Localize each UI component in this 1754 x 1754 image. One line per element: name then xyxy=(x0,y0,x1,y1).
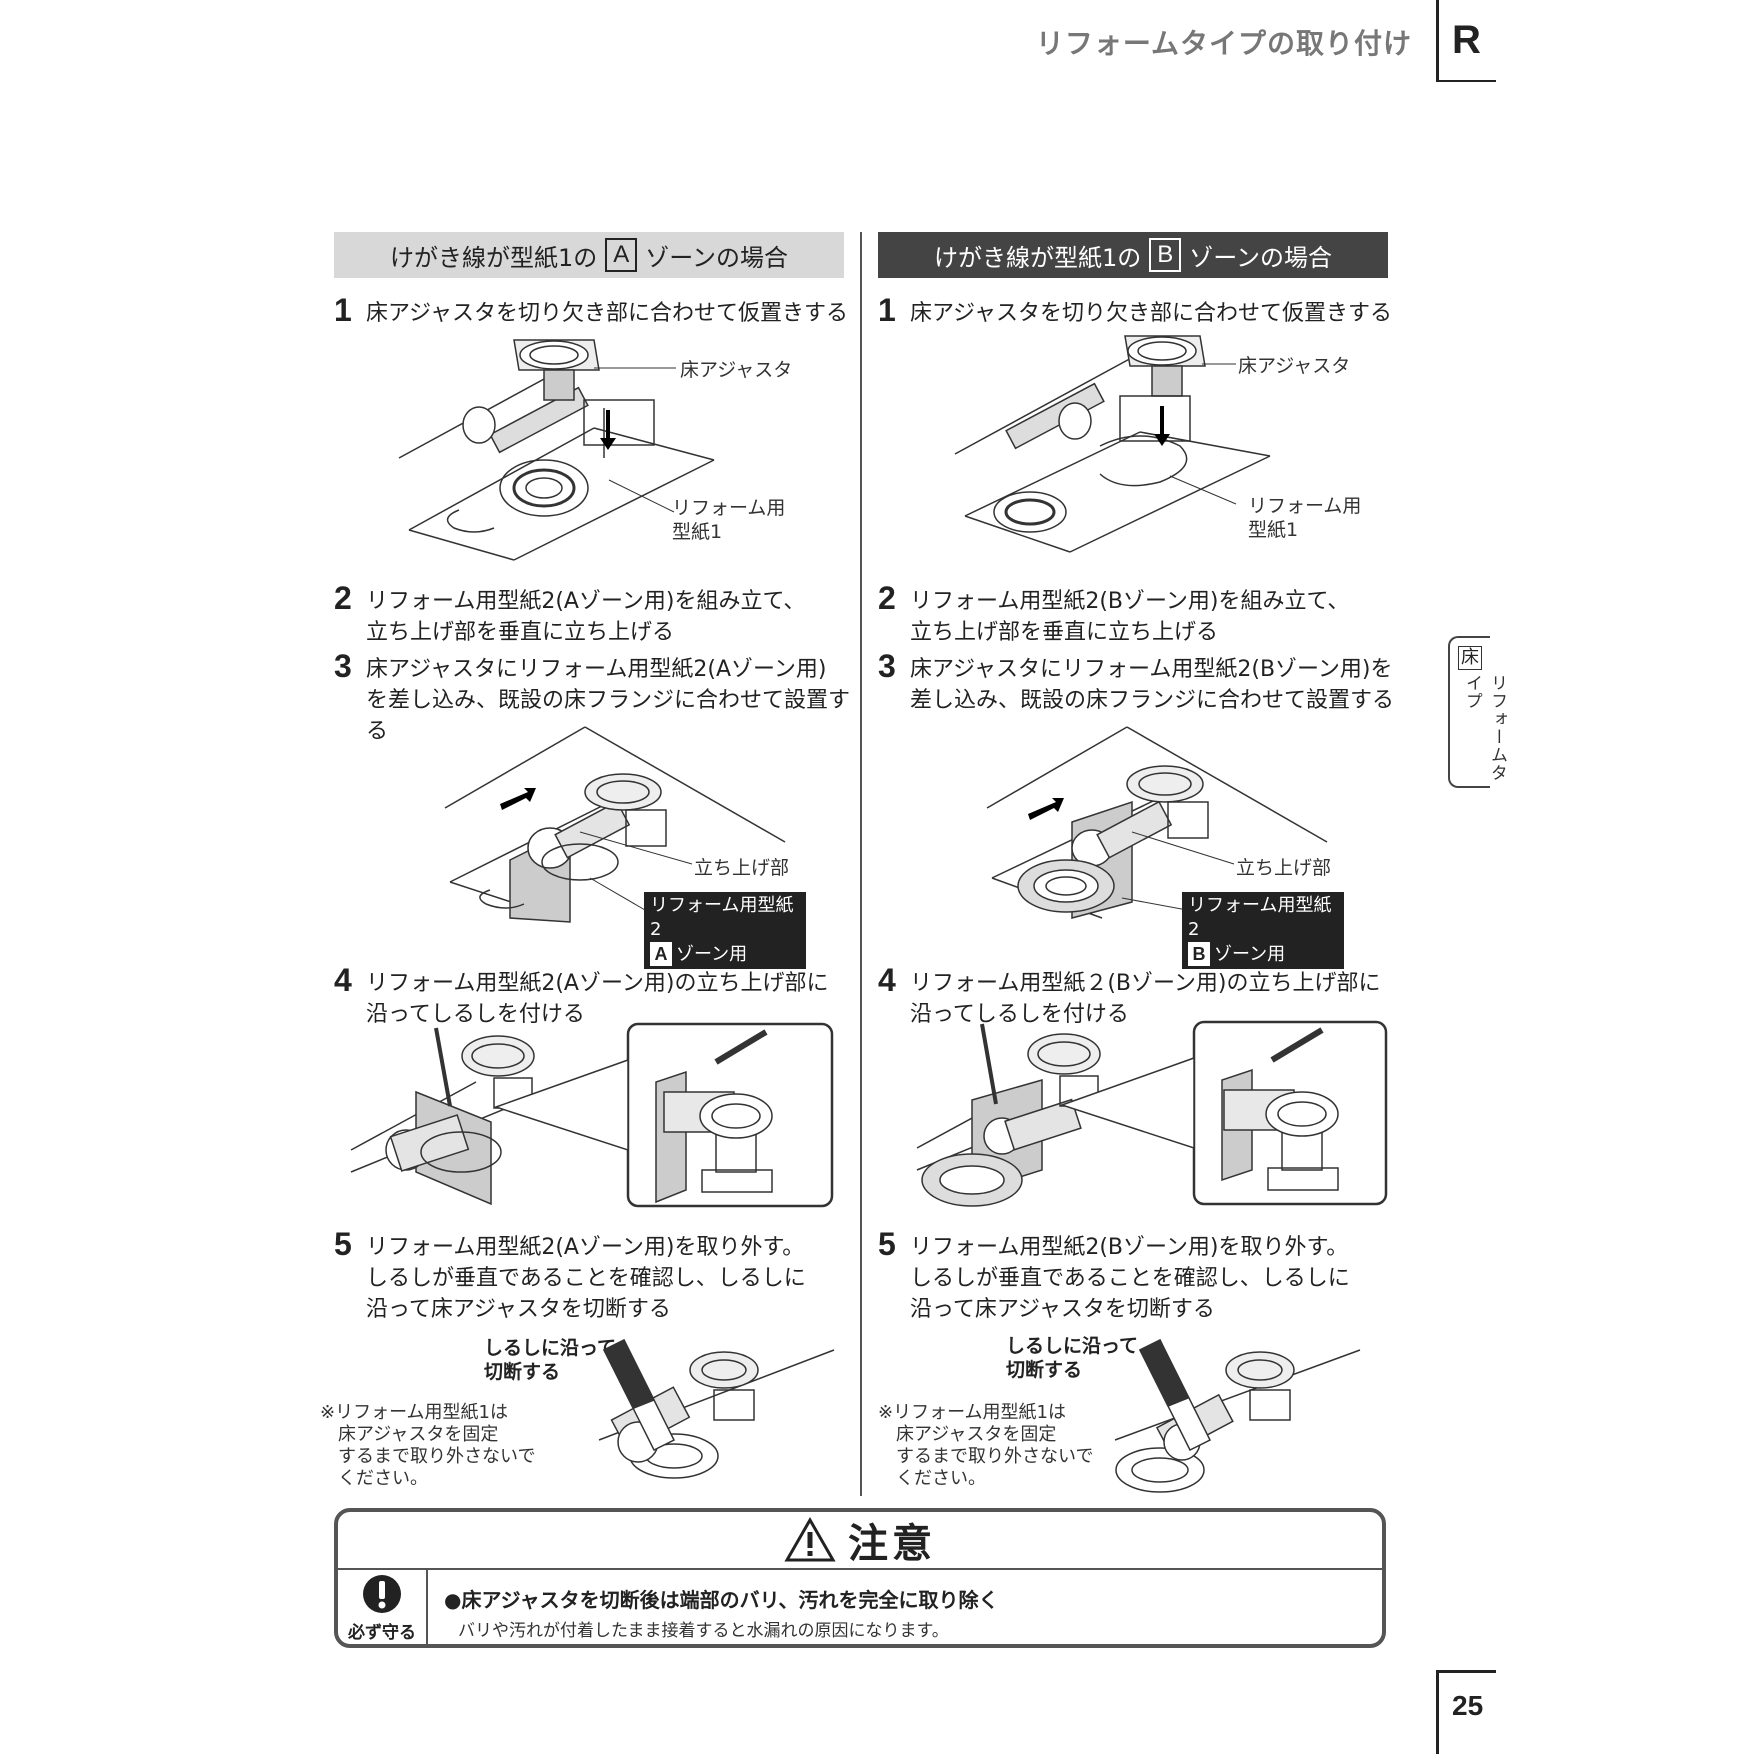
label-zone-use: ゾーン用 xyxy=(1214,944,1286,965)
column-a-header: けがき線が型紙1の A ゾーンの場合 xyxy=(334,232,844,278)
step-a-4: 4 リフォーム用型紙2(Aゾーン用)の立ち上げ部に 沿ってしるしを付ける xyxy=(334,962,854,1030)
step-text: 床アジャスタを切り欠き部に合わせて仮置きする xyxy=(366,301,849,326)
label-upright-part: 立ち上げ部 xyxy=(694,857,790,879)
step-number: 4 xyxy=(334,962,352,998)
step-text: リフォーム用型紙2(Aゾーン用)の立ち上げ部に 沿ってしるしを付ける xyxy=(366,971,829,1027)
figure-b4-mark-line xyxy=(912,1020,1390,1210)
step-a-1: 1 床アジャスタを切り欠き部に合わせて仮置きする xyxy=(334,292,854,329)
step-number: 2 xyxy=(334,580,352,616)
step-b-4: 4 リフォーム用型紙２(Bゾーン用)の立ち上げ部に 沿ってしるしを付ける xyxy=(878,962,1398,1030)
step-a-3: 3 床アジャスタにリフォーム用型紙2(Aゾーン用) を差し込み、既設の床フランジ… xyxy=(334,648,854,747)
header-rule-horizontal xyxy=(1436,80,1496,82)
caution-sub-text: バリや汚れが付着したまま接着すると水漏れの原因になります。 xyxy=(458,1621,949,1641)
step-text: 床アジャスタにリフォーム用型紙2(Bゾーン用)を 差し込み、既設の床フランジに合… xyxy=(910,657,1395,713)
page-number-rule-horizontal xyxy=(1436,1670,1496,1673)
step-a-2: 2 リフォーム用型紙2(Aゾーン用)を組み立て、 立ち上げ部を垂直に立ち上げる xyxy=(334,580,854,648)
zone-a-box-small: A xyxy=(650,942,672,966)
figure-b5-saw-cut xyxy=(1110,1330,1370,1500)
caution-title: 注意 xyxy=(848,1521,936,1567)
header-rule xyxy=(1436,0,1439,82)
label-upright-part: 立ち上げ部 xyxy=(1236,857,1332,879)
must-follow-cell: 必ず守る xyxy=(338,1568,428,1644)
zone-b-box: B xyxy=(1149,238,1182,272)
section-letter: R xyxy=(1452,18,1481,62)
column-a-header-post: ゾーンの場合 xyxy=(645,243,789,272)
caution-title-row: 注意 xyxy=(338,1512,1382,1570)
step-text: リフォーム用型紙2(Aゾーン用)を組み立て、 立ち上げ部を垂直に立ち上げる xyxy=(366,589,806,645)
figure-a4-mark-line xyxy=(346,1022,836,1210)
note-keep-template-1: ※リフォーム用型紙1は 床アジャスタを固定 するまで取り外さないで ください。 xyxy=(320,1402,536,1489)
page-number-rule xyxy=(1436,1670,1439,1754)
note-keep-template-1: ※リフォーム用型紙1は 床アジャスタを固定 するまで取り外さないで ください。 xyxy=(878,1402,1094,1489)
step-text: リフォーム用型紙2(Bゾーン用)を組み立て、 立ち上げ部を垂直に立ち上げる xyxy=(910,589,1350,645)
zone-a-box: A xyxy=(605,238,638,272)
step-number: 2 xyxy=(878,580,896,616)
column-divider xyxy=(860,232,862,1496)
column-b-header-post: ゾーンの場合 xyxy=(1189,243,1333,272)
step-b-5: 5 リフォーム用型紙2(Bゾーン用)を取り外す。 しるしが垂直であることを確認し… xyxy=(878,1226,1398,1325)
figure-a1-adjuster-placement xyxy=(394,340,814,560)
column-b-header: けがき線が型紙1の B ゾーンの場合 xyxy=(878,232,1388,278)
side-index-tab: 床 リフォームタイプ xyxy=(1448,636,1507,788)
step-number: 1 xyxy=(878,292,896,328)
page-number: 25 xyxy=(1452,1690,1484,1721)
figure-b2-template-insert xyxy=(982,722,1342,952)
warning-triangle-icon xyxy=(784,1517,836,1562)
callout-cut-along-mark: しるしに沿って 切断する xyxy=(484,1337,617,1383)
step-number: 3 xyxy=(334,648,352,684)
caution-box: 注意 必ず守る ●床アジャスタを切断後は端部のバリ、汚れを完全に取り除く バリや… xyxy=(334,1508,1386,1648)
label-zone-use: ゾーン用 xyxy=(676,944,748,965)
column-b-header-pre: けがき線が型紙1の xyxy=(933,243,1142,272)
label-template-1: リフォーム用 型紙1 xyxy=(1248,495,1362,541)
label-template-2-line1: リフォーム用型紙2 xyxy=(1188,895,1332,940)
step-text: 床アジャスタを切り欠き部に合わせて仮置きする xyxy=(910,301,1393,326)
label-template-1: リフォーム用 型紙1 xyxy=(672,497,786,543)
step-number: 4 xyxy=(878,962,896,998)
side-tab-text: リフォームタイプ xyxy=(1462,674,1507,782)
step-number: 5 xyxy=(334,1226,352,1262)
step-text: 床アジャスタにリフォーム用型紙2(Aゾーン用) を差し込み、既設の床フランジに合… xyxy=(366,657,851,744)
step-b-2: 2 リフォーム用型紙2(Bゾーン用)を組み立て、 立ち上げ部を垂直に立ち上げる xyxy=(878,580,1398,648)
column-a-header-pre: けがき線が型紙1の xyxy=(389,243,598,272)
figure-b1-adjuster-placement xyxy=(950,336,1350,556)
label-floor-adjuster: 床アジャスタ xyxy=(680,359,793,381)
side-tab-kanji: 床 xyxy=(1458,646,1482,670)
step-number: 1 xyxy=(334,292,352,328)
step-number: 3 xyxy=(878,648,896,684)
step-a-5: 5 リフォーム用型紙2(Aゾーン用)を取り外す。 しるしが垂直であることを確認し… xyxy=(334,1226,854,1325)
label-floor-adjuster: 床アジャスタ xyxy=(1238,355,1351,377)
section-title: リフォームタイプの取り付け xyxy=(1035,27,1412,60)
step-text: リフォーム用型紙２(Bゾーン用)の立ち上げ部に 沿ってしるしを付ける xyxy=(910,971,1381,1027)
callout-cut-along-mark: しるしに沿って 切断する xyxy=(1006,1335,1139,1381)
caution-main-text: ●床アジャスタを切断後は端部のバリ、汚れを完全に取り除く xyxy=(444,1588,999,1612)
figure-a5-saw-cut xyxy=(594,1330,844,1490)
step-b-1: 1 床アジャスタを切り欠き部に合わせて仮置きする xyxy=(878,292,1398,329)
step-text: リフォーム用型紙2(Bゾーン用)を取り外す。 しるしが垂直であることを確認し、し… xyxy=(910,1235,1350,1322)
step-number: 5 xyxy=(878,1226,896,1262)
exclamation-icon xyxy=(363,1575,401,1613)
step-text: リフォーム用型紙2(Aゾーン用)を取り外す。 しるしが垂直であることを確認し、し… xyxy=(366,1235,806,1322)
zone-b-box-small: B xyxy=(1188,942,1210,966)
must-follow-label: 必ず守る xyxy=(348,1623,416,1643)
figure-a2-template-insert xyxy=(440,722,800,952)
step-b-3: 3 床アジャスタにリフォーム用型紙2(Bゾーン用)を 差し込み、既設の床フランジ… xyxy=(878,648,1398,716)
label-template-2-line1: リフォーム用型紙2 xyxy=(650,895,794,940)
